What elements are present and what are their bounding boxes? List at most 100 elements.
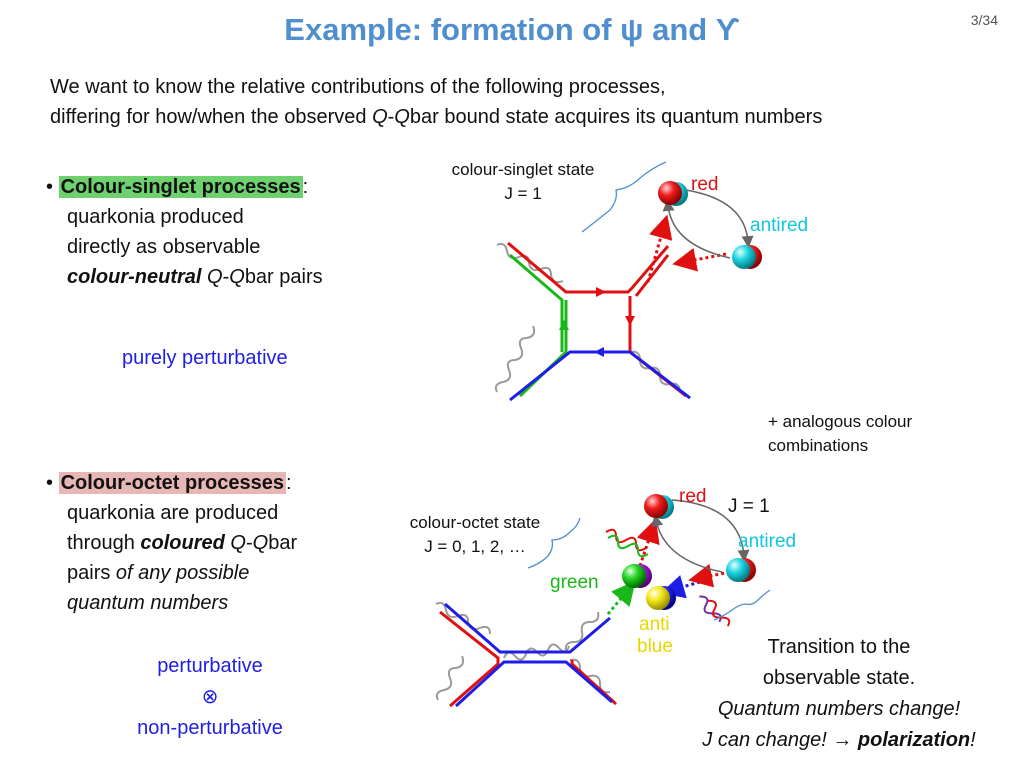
intro-line-2: differing for how/when the observed Q-Qb…: [50, 102, 822, 132]
transition-line-3: Quantum numbers change!: [676, 694, 1002, 725]
transition-text: Transition to the observable state. Quan…: [676, 632, 1002, 756]
arrow-right-icon: →: [832, 729, 853, 751]
octet-diagram: [435, 494, 771, 708]
octet-brace-left: [527, 517, 581, 569]
transition-polarization: polarization: [857, 729, 971, 751]
octet-note-nonperturbative: non-perturbative: [137, 717, 283, 739]
octet-binding-arc-top: [671, 499, 750, 562]
singlet-binding-arc-top: [685, 189, 754, 248]
singlet-red-ball: [658, 181, 682, 205]
octet-coloured: coloured: [140, 532, 225, 554]
transition-line-1: Transition to the: [767, 636, 911, 658]
singlet-gluon-upper-left: [496, 242, 564, 284]
octet-blue-line-2: [454, 660, 613, 708]
singlet-colour-neutral: colour-neutral: [67, 266, 202, 288]
octet-label-green: green: [550, 572, 599, 593]
octet-dotted-red-2: [688, 563, 731, 588]
octet-note: perturbative ⊗ non-perturbative: [130, 651, 290, 744]
octet-state-caption: colour-octet state J = 0, 1, 2, …: [384, 511, 566, 559]
singlet-state-caption: colour-singlet state J = 1: [432, 158, 614, 206]
singlet-arrow-2: [625, 316, 635, 326]
octet-note-perturbative: perturbative: [157, 655, 263, 677]
singlet-dotted-red-1: [646, 214, 673, 283]
singlet-q2: Q: [229, 266, 245, 288]
analogous-line-1: + analogous colour: [768, 412, 913, 431]
intro-dash: -: [387, 106, 395, 128]
otimes-icon: ⊗: [201, 686, 219, 708]
octet-line-1: quarkonia are produced: [67, 502, 279, 524]
octet-label-blue: blue: [637, 636, 673, 657]
octet-gluon-lower-left: [435, 655, 465, 701]
singlet-label-antired: antired: [750, 215, 809, 236]
octet-colon: :: [285, 472, 292, 494]
octet-binding-arc-bottom: [651, 514, 723, 573]
octet-gluon-upper-right: [564, 611, 600, 653]
octet-emitted-gluon-left: [605, 528, 647, 552]
singlet-green-line-2: [518, 300, 568, 398]
octet-label-antired: antired: [738, 531, 797, 552]
singlet-state-caption-1: colour-singlet state: [451, 160, 595, 179]
singlet-arrow-1: [596, 287, 606, 297]
singlet-heading: Colour-singlet processes: [58, 176, 303, 198]
analogous-line-2: combinations: [768, 436, 869, 455]
octet-heading: Colour-octet processes: [58, 472, 286, 494]
octet-state-caption-2: J = 0, 1, 2, …: [424, 537, 526, 556]
intro-line-2-pre: differing for how/when the observed: [50, 106, 373, 128]
transition-j-change: J can change!: [702, 729, 833, 751]
octet-line-2: through coloured Q-Qbar: [46, 528, 297, 558]
singlet-brace: [581, 161, 667, 233]
octet-state-caption-1: colour-octet state: [409, 513, 541, 532]
octet-dotted-blue: [660, 575, 701, 599]
octet-q1: Q: [230, 532, 246, 554]
singlet-line-2: directly as observable: [67, 236, 261, 258]
slide-title: Example: formation of ψ and ϒ: [284, 12, 740, 47]
singlet-q1: Q: [207, 266, 223, 288]
octet-line-4: quantum numbers: [46, 588, 297, 618]
octet-gluon-upper-left: [435, 601, 491, 635]
intro-line-2-post: bar bound state acquires its quantum num…: [409, 106, 823, 128]
singlet-line-1: quarkonia produced: [67, 206, 244, 228]
singlet-note: purely perturbative: [122, 347, 288, 369]
octet-bar: bar: [268, 532, 298, 554]
singlet-arrow-4: [559, 320, 569, 330]
octet-emitted-gluon-right-2: [707, 599, 731, 627]
singlet-gluon-lower-left: [494, 325, 536, 393]
singlet-green-line: [509, 253, 564, 352]
octet-line-3: pairs of any possible: [46, 558, 297, 588]
singlet-bar-pairs: bar pairs: [244, 266, 323, 288]
octet-emitted-gluon-left-2: [607, 534, 649, 558]
octet-emitted-gluon-right: [699, 595, 722, 623]
octet-dotted-green: [606, 580, 636, 615]
octet-antiblue-ball: [646, 586, 670, 610]
singlet-bullet: • Colour-singlet processes: quarkonia pr…: [46, 172, 323, 292]
transition-quantum-change: Quantum numbers change!: [717, 698, 961, 720]
intro-q2: Q: [394, 106, 410, 128]
octet-gluon-lower-right: [569, 658, 611, 694]
singlet-diagram: [494, 161, 762, 402]
octet-red-line: [439, 610, 500, 708]
transition-line-2: observable state.: [762, 667, 916, 689]
octet-any-possible: of any possible: [115, 562, 250, 584]
octet-red-line-2: [570, 660, 618, 706]
analogous-note: + analogous colour combinations: [768, 410, 912, 458]
octet-pairs: pairs: [67, 562, 116, 584]
octet-blue-line: [444, 602, 611, 654]
octet-label-anti: anti: [639, 614, 670, 635]
singlet-arrow-3: [594, 347, 604, 357]
octet-dash: -: [245, 532, 253, 554]
octet-red-ball: [644, 494, 668, 518]
intro-line-1: We want to know the relative contributio…: [50, 76, 666, 98]
singlet-binding-arc-bottom: [662, 199, 731, 259]
singlet-blue-line: [509, 350, 691, 402]
octet-quantum-numbers: quantum numbers: [67, 592, 229, 614]
octet-through: through: [67, 532, 141, 554]
singlet-line-3: colour-neutral Q-Qbar pairs: [46, 262, 323, 292]
intro-q1: Q: [372, 106, 388, 128]
singlet-red-line: [507, 241, 670, 294]
singlet-red-line-right: [628, 296, 687, 398]
octet-heading-line: • Colour-octet processes:: [46, 472, 292, 494]
singlet-red-line-2: [634, 254, 670, 297]
singlet-antired-ball: [732, 245, 756, 269]
octet-q2: Q: [252, 532, 269, 554]
